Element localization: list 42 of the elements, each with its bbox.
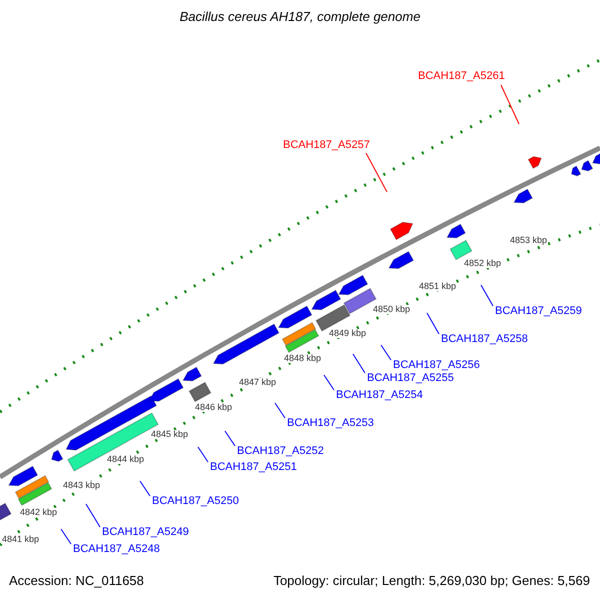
scale-label: 4843 kbp — [62, 480, 102, 490]
gene-label: BCAH187_A5257 — [283, 140, 370, 152]
leader-line — [140, 480, 150, 496]
gene-label: BCAH187_A5259 — [495, 306, 582, 318]
genome-info-text: Topology: circular; Length: 5,269,030 bp; Genes: 5,569 — [273, 574, 590, 588]
scale-label: 4853 kbp — [509, 236, 548, 245]
leader-line — [366, 152, 388, 192]
gene-label: BCAH187_A5261 — [418, 71, 505, 82]
gene-label: BCAH187_A5253 — [287, 418, 374, 430]
gene-label: BCAH187_A5254 — [336, 390, 423, 402]
leader-line — [198, 446, 208, 462]
gene-label: BCAH187_A5255 — [367, 373, 454, 384]
leader-line — [86, 504, 100, 528]
leader-line — [224, 430, 236, 446]
leader-line — [274, 402, 286, 418]
gene-label: BCAH187_A5251 — [210, 462, 297, 474]
scale-label: 4846 kbp — [194, 402, 234, 412]
scale-label: 4845 kbp — [150, 430, 190, 439]
gene-label: BCAH187_A5256 — [393, 360, 480, 372]
leader-line — [380, 344, 392, 360]
scale-label: 4849 kbp — [328, 328, 368, 338]
scale-label: 4848 kbp — [283, 354, 322, 363]
map-title: Bacillus cereus AH187, complete genome — [178, 10, 422, 24]
scale-label: 4844 kbp — [106, 454, 146, 464]
gene-label: BCAH187_A5258 — [441, 334, 528, 346]
scale-label: 4852 kbp — [463, 258, 502, 268]
gene-label: BCAH187_A5252 — [237, 446, 324, 458]
accession-text: Accession: NC_011658 — [9, 574, 144, 588]
leader-line — [500, 84, 520, 124]
scale-label: 4847 kbp — [238, 378, 278, 387]
gene-label: BCAH187_A5248 — [73, 544, 160, 556]
leader-line — [352, 354, 366, 374]
leader-line — [426, 312, 440, 334]
scale-label: 4851 kbp — [418, 282, 458, 291]
leader-line — [480, 284, 494, 306]
scale-label: 4841 kbp — [1, 534, 40, 544]
leader-line — [60, 528, 72, 544]
gene-label: BCAH187_A5249 — [102, 527, 189, 538]
leader-line — [324, 374, 334, 390]
scale-label: 4850 kbp — [372, 304, 412, 314]
gene-label: BCAH187_A5250 — [152, 496, 239, 508]
scale-label: 4842 kbp — [19, 508, 58, 517]
